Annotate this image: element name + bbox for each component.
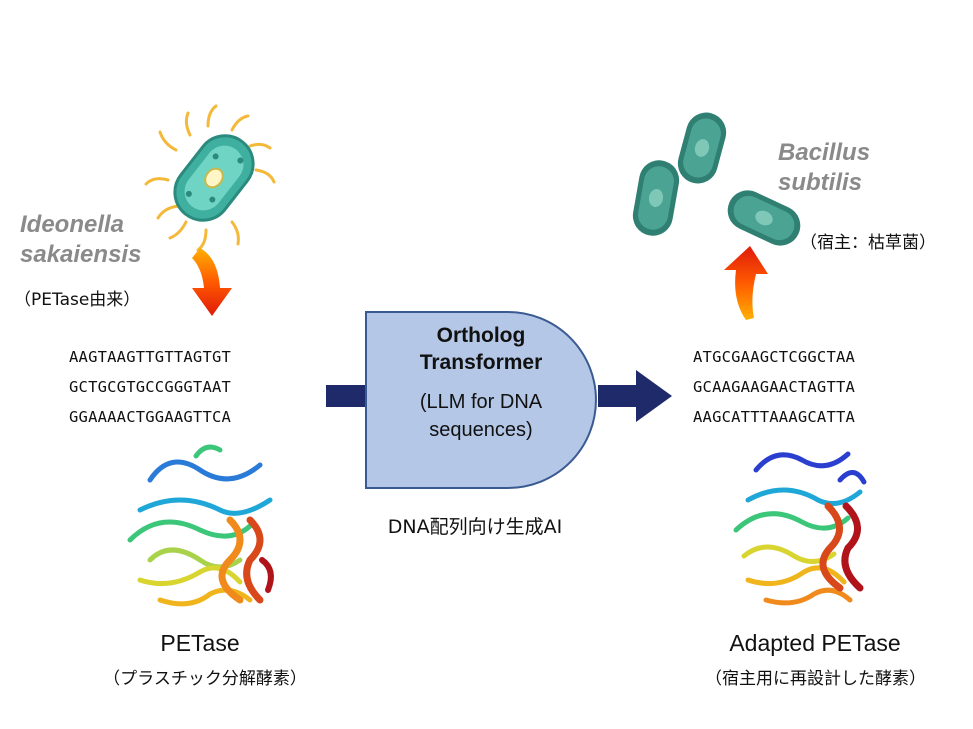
source-species-name: Ideonella sakaiensis — [20, 210, 141, 270]
target-seq-line: GCAAGAAGAACTAGTTA — [693, 378, 856, 396]
source-enzyme-name: PETase — [160, 630, 240, 656]
target-host-note: （宿主：枯草菌） — [800, 233, 936, 253]
transformer-label: Ortholog Transformer (LLM for DNA sequen… — [366, 322, 596, 444]
transformer-subtitle-line1: (LLM for DNA — [419, 391, 543, 413]
source-seq-line: GGAAAACTGGAAGTTCA — [69, 408, 232, 426]
petase-protein-structure-icon — [127, 444, 274, 607]
ortholog-transformer-block — [365, 311, 597, 489]
target-enzyme-name: Adapted PETase — [729, 630, 901, 656]
ideonella-bacterium-icon — [144, 104, 276, 252]
red-arrow-up-icon — [724, 246, 768, 320]
bacillus-bacteria-icon — [632, 112, 801, 246]
transformer-title-line2: Transformer — [419, 351, 543, 374]
source-species-line2: sakaiensis — [20, 241, 142, 268]
source-enzyme-note: （プラスチック分解酵素） — [103, 669, 307, 689]
transformer-subtitle-line2: sequences) — [429, 419, 533, 441]
target-enzyme-note: （宿主用に再設計した酵素） — [705, 669, 926, 689]
target-dna-sequence: ATGCGAAGCTCGGCTAA GCAAGAAGAACTAGTTA AAGC… — [693, 342, 855, 432]
source-seq-line: GCTGCGTGCCGGGTAAT — [69, 378, 232, 396]
source-seq-line: AAGTAAGTTGTTAGTGT — [69, 348, 232, 366]
input-arrow-icon — [326, 385, 370, 407]
source-dna-sequence: AAGTAAGTTGTTAGTGT GCTGCGTGCCGGGTAAT GGAA… — [69, 342, 231, 432]
output-arrow-icon — [598, 370, 672, 422]
target-seq-line: ATGCGAAGCTCGGCTAA — [693, 348, 856, 366]
red-arrow-down-icon — [192, 248, 232, 316]
target-seq-line: AAGCATTTAAAGCATTA — [693, 408, 856, 426]
transformer-caption: DNA配列向け生成AI — [387, 516, 563, 538]
target-species-line2: subtilis — [778, 169, 863, 196]
transformer-title-line1: Ortholog — [436, 324, 526, 347]
source-species-line1: Ideonella — [20, 211, 125, 238]
adapted-petase-protein-structure-icon — [733, 451, 867, 606]
source-origin-note: （PETase由来） — [14, 290, 141, 310]
target-species-name: Bacillus subtilis — [778, 138, 870, 198]
target-species-line1: Bacillus — [778, 139, 871, 166]
